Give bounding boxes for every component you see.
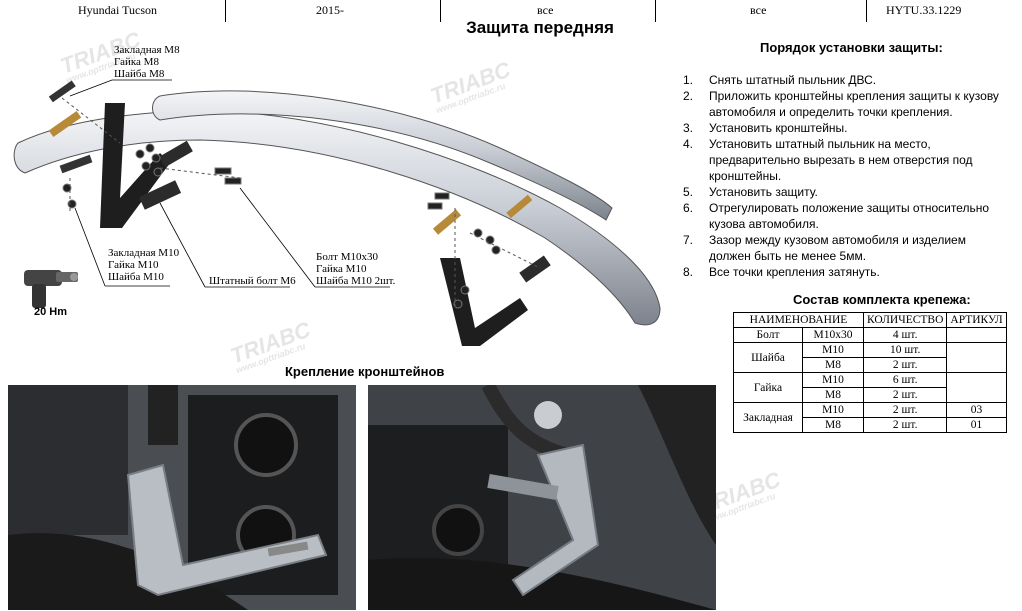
install-step: 2.Приложить кронштейны крепления защиты …	[683, 89, 999, 119]
header-model: Hyundai Tucson	[78, 3, 158, 17]
header-trim: все	[750, 3, 767, 17]
main-tube	[13, 109, 661, 326]
header-code: HYTU.33.1229	[886, 3, 962, 17]
insert-m10	[59, 154, 93, 174]
torque-label: 20 Hm	[34, 306, 68, 318]
fasteners	[62, 143, 501, 309]
install-step: 3.Установить кронштейны.	[683, 121, 848, 135]
insert-m8-gold	[48, 110, 82, 138]
install-step: 1.Снять штатный пыльник ДВС.	[683, 73, 877, 87]
insert-m8	[48, 80, 76, 103]
table-row: Болт M10x30 4 шт.	[733, 327, 1007, 343]
label-bottom-left: Закладная M10 Гайка M10 Шайба M10	[108, 247, 180, 283]
torque-wrench-icon	[24, 270, 78, 308]
table-row: Закладная M10 2 шт. 03	[733, 402, 1007, 433]
leader-lines	[69, 79, 390, 288]
table-row: M8 2 шт.	[734, 357, 1007, 373]
header-separator	[866, 0, 867, 22]
label-right: Болт M10x30 Гайка M10 Шайба M10 2шт.	[316, 251, 396, 287]
left-bracket-mount	[159, 140, 193, 168]
table-row: Гайка M10 6 шт.	[733, 372, 1007, 403]
upper-tube	[152, 90, 613, 221]
table-header-row: НАИМЕНОВАНИЕ КОЛИЧЕСТВО АРТИКУЛ	[733, 312, 1007, 328]
header-bar: Hyundai Tucson 2015- все все HYTU.33.122…	[0, 0, 1022, 22]
right-bracket	[440, 258, 528, 346]
insert-m10-gold	[432, 209, 462, 235]
left-bracket	[100, 103, 170, 228]
insert-right-top	[506, 194, 533, 219]
table-row: M8 2 шт.	[734, 387, 1007, 403]
page-title: Защита передняя	[466, 18, 614, 37]
header-engine: все	[537, 3, 554, 17]
photo-left-bracket	[8, 385, 356, 610]
col-name: НАИМЕНОВАНИЕ	[733, 312, 864, 328]
label-bolt-m6: Штатный болт M6	[209, 275, 296, 287]
header-years: 2015-	[316, 3, 344, 17]
kit-table: НАИМЕНОВАНИЕ КОЛИЧЕСТВО АРТИКУЛ Болт M10…	[733, 312, 1007, 433]
header-separator	[440, 0, 441, 22]
install-steps: 1.Снять штатный пыльник ДВС. 2.Приложить…	[683, 72, 1008, 280]
photos-title: Крепление кронштейнов	[285, 364, 445, 379]
table-row: Шайба M10 10 шт.	[733, 342, 1007, 373]
install-step: 6.Отрегулировать положение защиты относи…	[683, 201, 990, 231]
col-art: АРТИКУЛ	[946, 312, 1007, 328]
label-top-left: Закладная M8 Гайка M8 Шайба M8	[114, 44, 180, 80]
install-step: 8.Все точки крепления затянуть.	[683, 265, 880, 279]
install-step: 4.Установить штатный пыльник на место, п…	[683, 137, 973, 183]
left-bracket-plate	[138, 180, 182, 210]
table-row: M8 2 шт. 01	[734, 417, 1007, 433]
install-step: 5.Установить защиту.	[683, 185, 818, 199]
kit-title: Состав комплекта крепежа:	[793, 292, 971, 307]
install-step: 7.Зазор между кузовом автомобиля и издел…	[683, 233, 966, 263]
col-qty: КОЛИЧЕСТВО	[862, 312, 948, 328]
install-title: Порядок установки защиты:	[760, 40, 943, 55]
right-bracket-mount	[519, 255, 551, 283]
header-separator	[655, 0, 656, 22]
assembly-lines	[61, 97, 541, 308]
header-separator	[225, 0, 226, 22]
exploded-diagram	[13, 79, 661, 346]
photo-right-bracket	[368, 385, 716, 610]
